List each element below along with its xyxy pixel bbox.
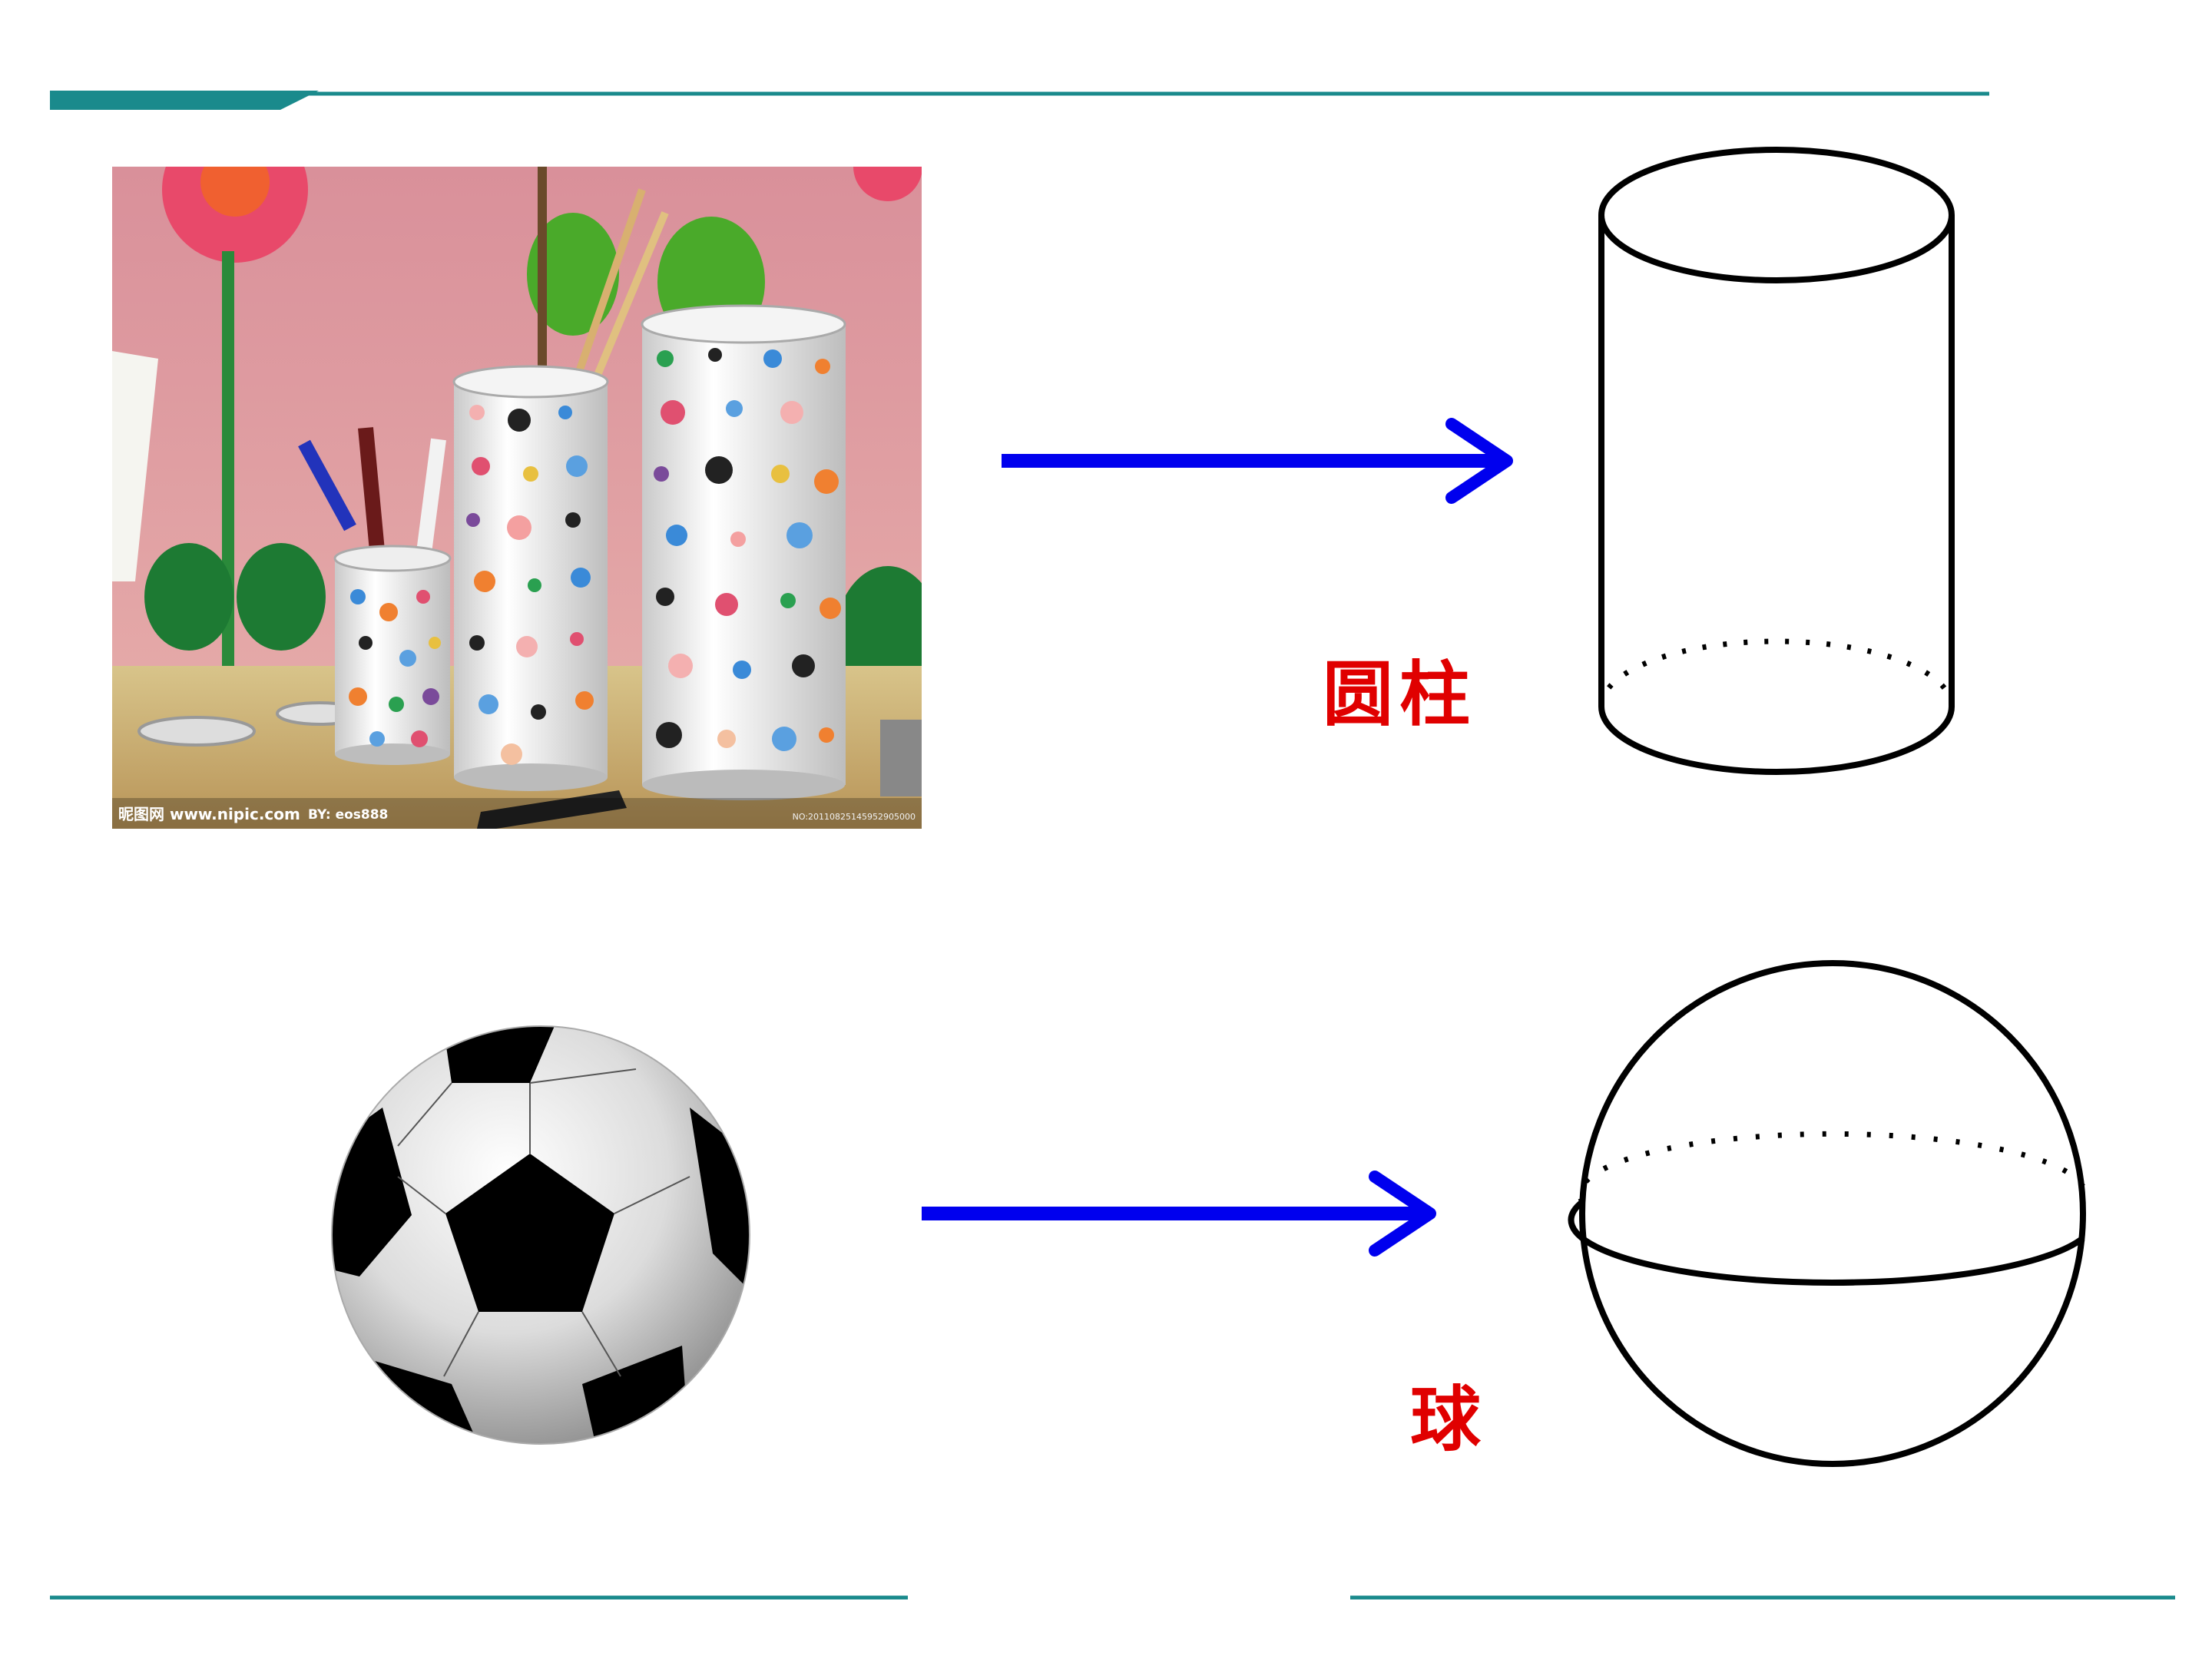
photo-watermark-by: BY: eos888 [308, 807, 389, 823]
photo-watermark-right: NO:20110825145952905000 [792, 812, 916, 822]
pencil-cans-photo: 昵图网 www.nipic.com BY: eos888 NO:20110825… [112, 167, 922, 829]
sphere-diagram [1568, 960, 2086, 1467]
cylinder-diagram [1598, 147, 1955, 775]
arrow-cylinder [1002, 418, 1513, 504]
label-cylinder: 圆柱 [1323, 653, 1477, 736]
label-sphere: 球 [1410, 1378, 1488, 1461]
soccer-ball-image [331, 1025, 750, 1445]
footer-rules [50, 1595, 2175, 1600]
header-rule [50, 91, 1989, 110]
arrow-sphere [922, 1171, 1436, 1257]
photo-watermark-left: 昵图网 www.nipic.com [118, 805, 300, 823]
pencil-cans-image [112, 167, 922, 829]
